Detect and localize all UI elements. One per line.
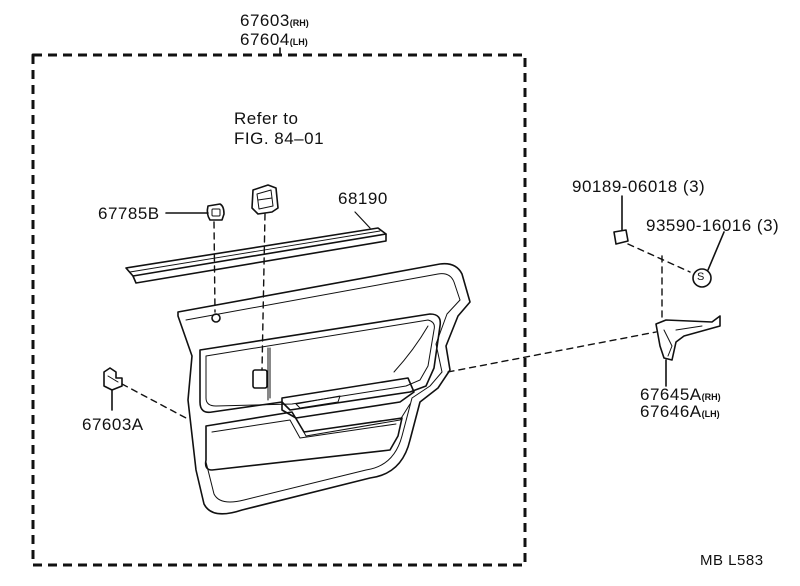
dash-screw <box>627 243 691 273</box>
dash-clip-b <box>213 221 216 313</box>
bracket-part-number-lh: 67646A(LH) <box>640 402 720 421</box>
clip-b-label: 67785B <box>98 204 160 223</box>
assembly-frame <box>31 53 527 567</box>
clip-67785b-part <box>206 203 225 221</box>
bracket-part-number-rh: 67645A(RH) <box>640 385 721 404</box>
panel-part-number-rh: 67603(RH) <box>240 11 309 30</box>
inside-handle-part <box>251 184 279 215</box>
weatherstrip-label: 68190 <box>338 189 388 208</box>
clip-a-label: 67603A <box>82 415 144 434</box>
nut-symbol: S <box>697 271 705 283</box>
refer-note-line1: Refer to <box>234 109 299 128</box>
refer-note-line2: FIG. 84–01 <box>234 129 325 148</box>
diagram-code: MB L583 <box>700 552 764 569</box>
nut-leader <box>707 231 725 271</box>
screw-part <box>613 229 629 245</box>
door-trim-panel <box>177 262 471 515</box>
nut-label: 93590-16016 (3) <box>646 216 780 235</box>
weatherstrip-part <box>125 211 387 284</box>
bracket-part <box>655 315 721 361</box>
screw-label: 90189-06018 (3) <box>572 177 706 196</box>
clip-67603a-part <box>103 367 123 391</box>
panel-part-number-lh: 67604(LH) <box>240 30 308 49</box>
dash-clip-a <box>121 383 187 419</box>
nut-part <box>692 268 712 288</box>
dash-handle <box>261 213 266 371</box>
dash-bracket <box>447 331 657 373</box>
